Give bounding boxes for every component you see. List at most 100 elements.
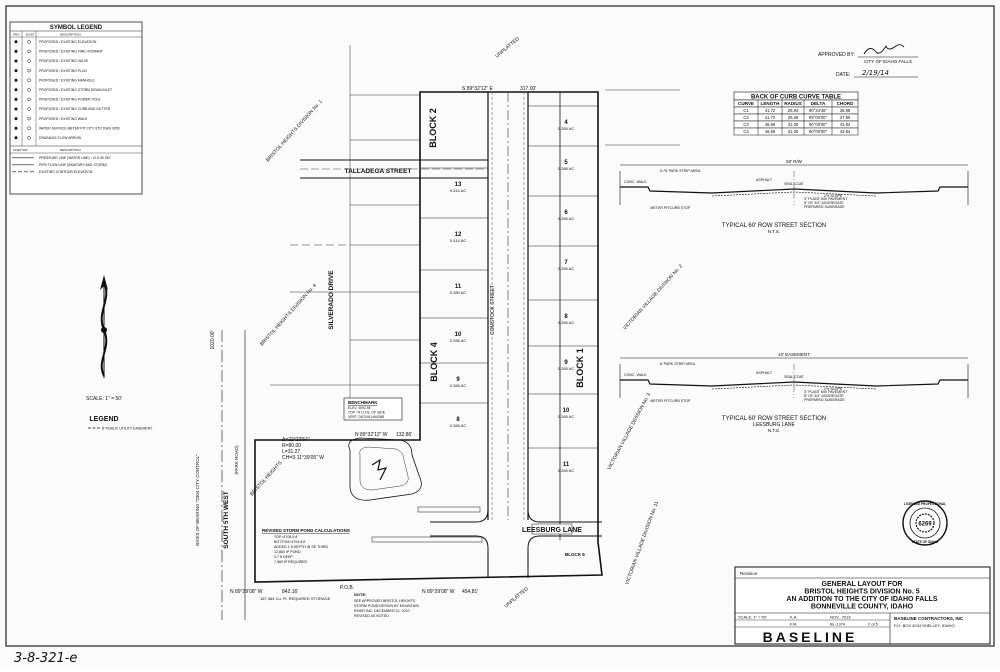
lot-area: 0.280 AC bbox=[450, 290, 467, 295]
bearing-mid-distance: 132.86' bbox=[396, 432, 412, 438]
curve-data-line: L=31.27 bbox=[282, 449, 300, 455]
section-label: SEAL COAT bbox=[784, 375, 805, 379]
drawing-scale: SCALE: 1" = 50' bbox=[86, 396, 122, 402]
curve-table-cell: 90°44'48" bbox=[809, 108, 827, 113]
section-title: TYPICAL 60' ROW STREET SECTION bbox=[722, 416, 826, 422]
basis-of-bearing: BASIS OF BEARING "2304 CITY CONTROL" bbox=[195, 454, 200, 546]
curve-data-line: CH=S 11°39'05" W bbox=[282, 455, 324, 461]
title-date: NOV., 2013 bbox=[830, 615, 851, 620]
title-drawn: K.A. bbox=[790, 615, 798, 620]
storm-pond-title: REVISED STORM POND CALCULATIONS bbox=[262, 528, 350, 533]
legend-existing-symbol-icon bbox=[27, 88, 31, 92]
section-scale: N.T.S. bbox=[768, 229, 780, 234]
lot-area: 0.265 AC bbox=[558, 126, 575, 131]
section-label: 6' PARK STRIP AREA bbox=[660, 362, 696, 366]
section-label: SEAL COAT bbox=[784, 182, 805, 186]
block-6-label: BLOCK 6 bbox=[565, 552, 585, 557]
legend-existing-symbol-icon bbox=[27, 136, 31, 140]
legend-symbol-icon bbox=[14, 117, 18, 121]
legend-symbol-icon bbox=[14, 107, 18, 111]
storm-pond-line: 12,860 ft² POND bbox=[274, 550, 301, 554]
legend-existing-symbol-icon bbox=[27, 78, 31, 82]
linetype-header: LINETYPE bbox=[13, 148, 28, 152]
title-info-grid: SCALE: 1" = 50' K.A. NOV., 2013 F.M. BL-… bbox=[735, 615, 890, 628]
lot-number: 11 bbox=[455, 284, 462, 290]
storm-pond-note-line: SEE APPROVED BRISTOL HEIGHTS bbox=[354, 599, 416, 603]
section-title: TYPICAL 60' ROW STREET SECTION bbox=[722, 223, 826, 229]
storm-pond-line: ADDED 1 ft DEPTH IN SE THIRD bbox=[274, 545, 328, 549]
lot-number: 4 bbox=[564, 120, 568, 126]
benchmark-line: VERT. DATUM NAVD88 bbox=[348, 415, 384, 419]
bearing-bottom-right-distance: 454.81' bbox=[462, 589, 478, 595]
title-line: GENERAL LAYOUT FOR bbox=[822, 581, 903, 588]
symbol-legend-title: SYMBOL LEGEND bbox=[50, 25, 103, 31]
legend-item-label: PROPOSED / EXISTING VALVE bbox=[39, 59, 89, 63]
title-sheet-number: 2 of 5 bbox=[868, 622, 879, 627]
legend-item-label: PROPOSED / EXISTING WALK bbox=[39, 117, 88, 121]
section-label: ASPHALT bbox=[756, 371, 773, 375]
street-profile bbox=[620, 186, 968, 194]
section-label: CONC. WALK bbox=[624, 373, 647, 377]
legend-header-description: DESCRIPTION bbox=[60, 33, 81, 37]
bearing-top-distance: 317.00' bbox=[520, 86, 536, 92]
legend-symbol-icon bbox=[14, 69, 18, 73]
unplatted-top-label: UNPLATTED bbox=[494, 36, 521, 60]
block-2-label: BLOCK 2 bbox=[428, 108, 438, 148]
lot-area: 0.268 AC bbox=[558, 166, 575, 171]
south-5th-west-label: SOUTH 5TH WEST bbox=[223, 491, 230, 548]
section-label: PREPARED SUBGRADE bbox=[804, 398, 845, 402]
talladega-street: TALLADEGA STREET bbox=[300, 159, 488, 179]
street-section-1: 60' R/W5.75' PARK STRIP AREAASPHALTSEAL … bbox=[619, 159, 969, 234]
revision-label: Revision bbox=[740, 571, 758, 576]
leesburg-lane: LEESBURG LANE bbox=[430, 509, 602, 578]
curve-table-cell: C1 bbox=[743, 108, 749, 113]
storm-pond-line: BOTTOM=4704.8 ft bbox=[274, 540, 305, 544]
victorian-village-division-3-label: VICTORIAN VILLAGE DIVISION No. 3 bbox=[606, 392, 652, 471]
legend-item-label: DRAINAGE FLOW ARROW bbox=[39, 136, 82, 140]
legend-item-label: PROPOSED / EXISTING STORM DRAIN INLET bbox=[39, 88, 112, 92]
unplatted-bottom-label: UNPLATTED bbox=[503, 586, 530, 610]
legend-item-label: WATER SERVICE METER PIT CITY STD DWG 905… bbox=[39, 126, 120, 130]
benchmark-title: BENCHMARK bbox=[348, 400, 378, 405]
curve-table-cell: 38.98 bbox=[840, 108, 851, 113]
curve-table-cell: 90°00'00" bbox=[809, 122, 827, 127]
legend-symbol-icon bbox=[14, 40, 18, 44]
lot-area: 0.266 AC bbox=[450, 423, 467, 428]
storm-pond bbox=[348, 437, 483, 543]
section-label: 3" PLANT MIX PAVEMENT bbox=[804, 390, 848, 394]
sheet-id: 3-8-321-e bbox=[14, 651, 77, 666]
curve-table-cell: 46.69 bbox=[765, 122, 776, 127]
lot-area: 0.266 AC bbox=[450, 338, 467, 343]
approval-block: APPROVED BY: CITY OF IDAHO FALLS DATE: 2… bbox=[818, 44, 918, 78]
section-label: 2% SLOPE bbox=[824, 194, 843, 198]
linetype-description-header: DESCRIPTION bbox=[60, 148, 81, 152]
date-label: DATE: bbox=[836, 72, 850, 78]
section-label: PREPARED SUBGRADE bbox=[804, 205, 845, 209]
linetype-label: PIPE FLOW LINE (SANITARY AND STORM) bbox=[39, 163, 107, 167]
curve-table-cell: 31.00 bbox=[788, 129, 799, 134]
row-width: 60' R/W bbox=[786, 159, 803, 164]
legend-existing-symbol-icon bbox=[27, 59, 31, 63]
section-label: ASPHALT bbox=[756, 178, 773, 182]
curve-table-cell: DELTA bbox=[811, 101, 826, 106]
legend-item-label: PROPOSED / EXISTING PLUG bbox=[39, 69, 87, 73]
legend-existing-symbol-icon bbox=[27, 68, 31, 73]
benchmark-line: TOP / R.O.T.B. OF SIDE bbox=[348, 411, 386, 415]
seal-bottom-text: STATE OF IDAHO bbox=[912, 540, 939, 544]
dimension-1020: 1020.00' bbox=[210, 330, 216, 349]
curve-table-cell: 43.84 bbox=[840, 122, 851, 127]
curve-table-cell: LENGTH bbox=[761, 101, 781, 106]
silverado-drive-label: SILVERADO DRIVE bbox=[328, 270, 335, 330]
curve-table-title: BACK OF CURB CURVE TABLE bbox=[751, 95, 841, 101]
section-scale: N.T.S. bbox=[768, 428, 780, 433]
